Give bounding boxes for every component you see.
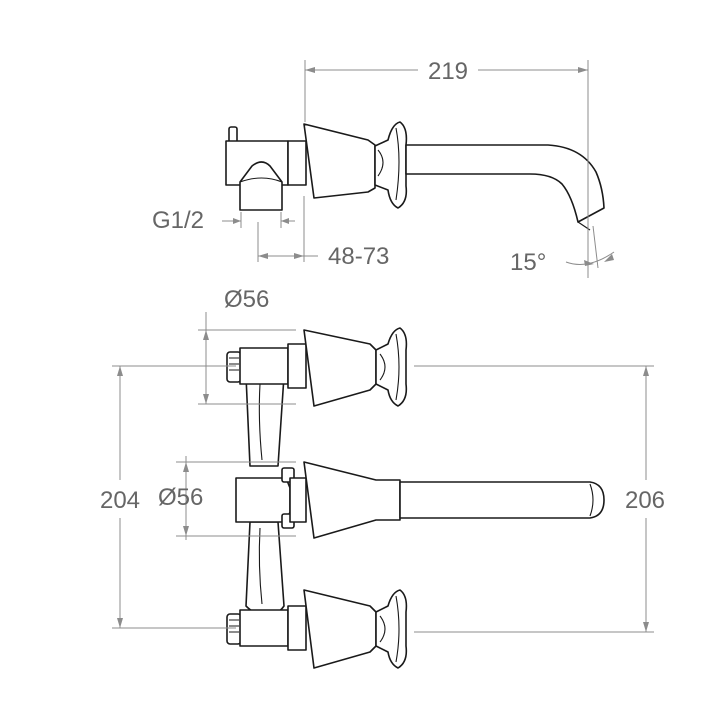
side-spout <box>405 144 605 223</box>
dim-adjust-range: 48-73 <box>257 196 389 270</box>
side-handle <box>374 121 408 209</box>
dim-thread-label: G1/2 <box>152 207 204 234</box>
dim-thread: G1/2 <box>152 207 295 234</box>
dim-spacing-left-label: 204 <box>100 487 140 514</box>
dim-spacing-left: 204 <box>100 365 236 629</box>
front-valve-middle <box>235 461 605 539</box>
dim-adjust-range-label: 48-73 <box>328 243 389 270</box>
dim-rosette-mid-label: Ø56 <box>158 484 203 511</box>
front-valve-bottom <box>226 589 408 669</box>
front-view <box>226 327 605 669</box>
side-view <box>225 121 605 231</box>
dim-spout-angle: 15° <box>510 225 615 276</box>
dim-rosette-top: Ø56 <box>198 286 296 405</box>
side-valve-body <box>303 123 376 199</box>
front-valve-top <box>226 327 408 407</box>
side-wall-bracket <box>225 126 289 211</box>
dim-rosette-top-label: Ø56 <box>224 286 269 313</box>
dim-rosette-mid: Ø56 <box>158 456 296 540</box>
dim-spacing-right-label: 206 <box>625 487 665 514</box>
dim-spout-projection: 219 <box>304 58 589 278</box>
dim-spacing-right: 206 <box>414 365 665 633</box>
dim-spout-projection-label: 219 <box>428 58 468 85</box>
side-body-connector <box>287 140 307 186</box>
dim-spout-angle-label: 15° <box>510 249 546 276</box>
front-spout <box>399 481 605 519</box>
